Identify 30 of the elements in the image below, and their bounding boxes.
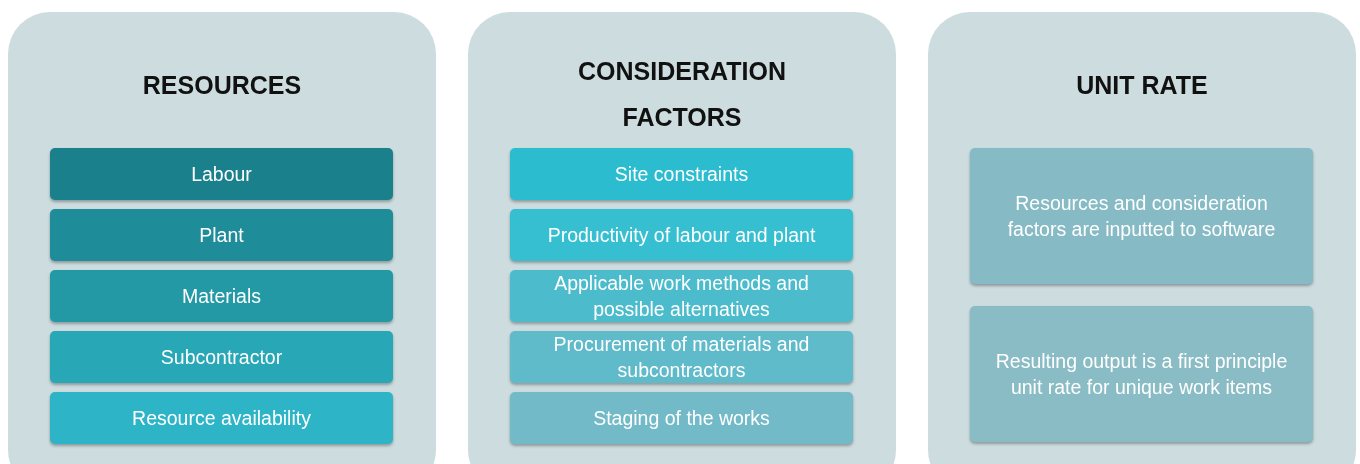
item-box: [510, 331, 853, 383]
item-box: [50, 331, 393, 383]
category-panel: [928, 12, 1356, 464]
item-box: [50, 209, 393, 261]
item-box: [970, 148, 1313, 284]
item-label: Plant: [199, 223, 244, 248]
panel-heading: UNIT RATE: [1075, 70, 1209, 101]
item-label: Applicable work methods and possible alternatives: [553, 271, 810, 322]
item-box: [50, 148, 393, 200]
item-label: Productivity of labour and plant: [547, 223, 816, 248]
item-label: Resource availability: [132, 406, 311, 431]
item-box: [50, 270, 393, 322]
item-box: [510, 270, 853, 322]
item-label: Materials: [181, 284, 262, 309]
panel-heading: CONSIDERATION FACTORS: [577, 56, 787, 133]
item-box: [970, 306, 1313, 442]
item-box: [510, 392, 853, 444]
item-label: Resources and consideration factors are inputted to software: [1006, 191, 1277, 242]
category-panel: [8, 12, 436, 464]
panel-heading: RESOURCES: [141, 70, 303, 101]
item-label: Site constraints: [614, 162, 749, 187]
item-label: Subcontractor: [160, 345, 283, 370]
item-label: Procurement of materials and subcontractors: [552, 332, 811, 383]
item-box: [510, 148, 853, 200]
item-label: Resulting output is a first principle unit rate for unique work items: [994, 349, 1289, 400]
category-panel: [468, 12, 896, 464]
item-box: [50, 392, 393, 444]
item-box: [510, 209, 853, 261]
item-label: Labour: [191, 162, 252, 187]
item-label: Staging of the works: [593, 406, 770, 431]
